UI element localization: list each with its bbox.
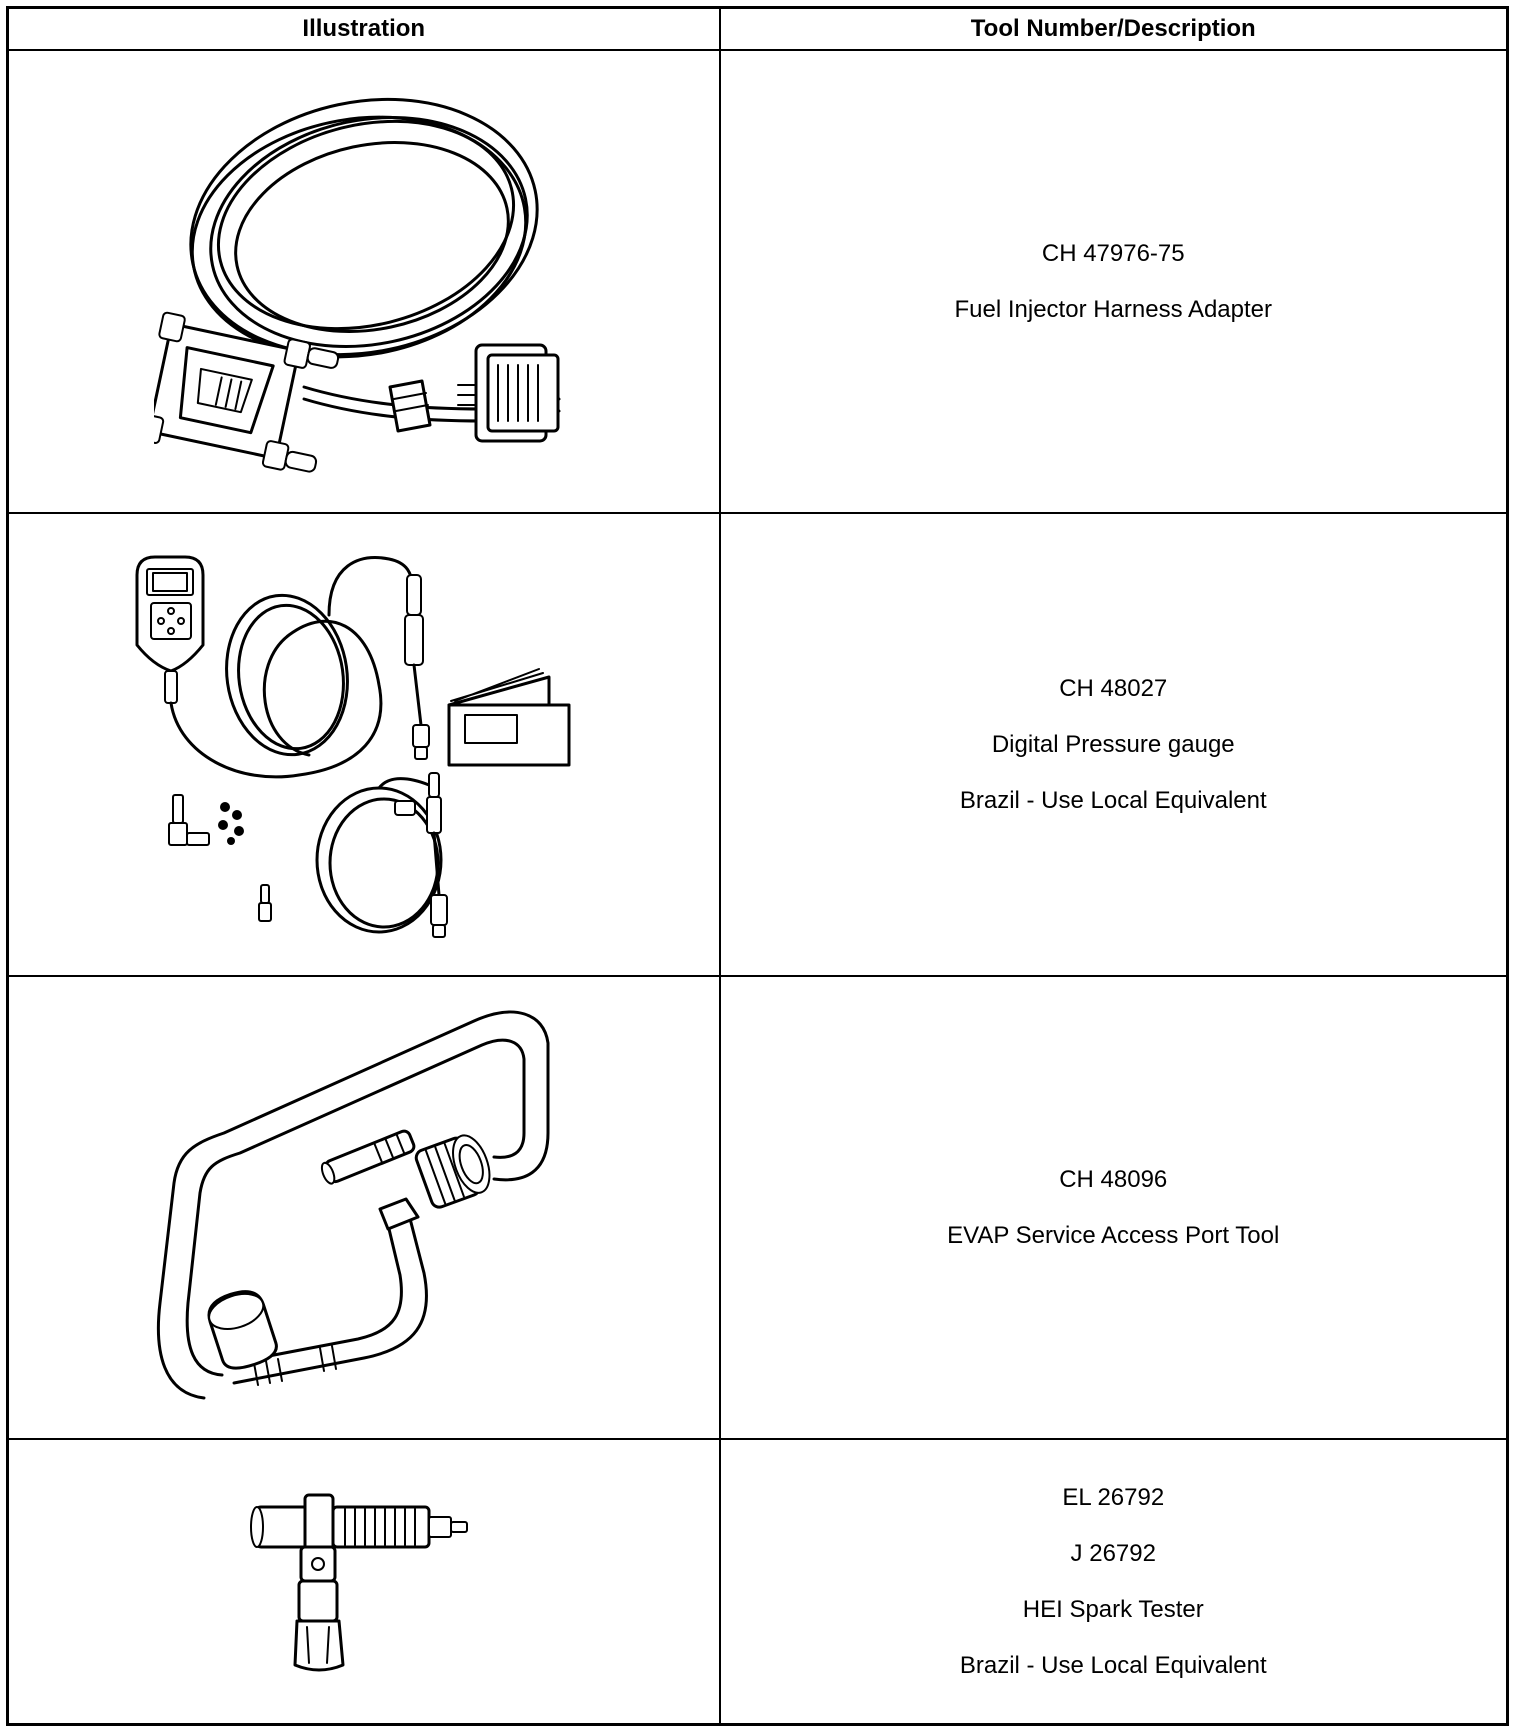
tool-description: EVAP Service Access Port Tool: [947, 1221, 1280, 1249]
digital-pressure-gauge-illustration: [135, 555, 571, 938]
evap-port-tool-illustration: [156, 1010, 550, 1400]
illustration-cell: [6, 48, 721, 515]
tool-number-alt: J 26792: [1070, 1539, 1156, 1567]
tool-description-cell: CH 48096 EVAP Service Access Port Tool: [718, 975, 1509, 1441]
harness-adapter-illustration: [153, 97, 561, 473]
header-illustration: Illustration: [6, 6, 721, 51]
header-row: Illustration Tool Number/Description: [6, 6, 1509, 51]
illustration-cell: [6, 512, 721, 978]
table-row: CH 48027 Digital Pressure gauge Brazil -…: [6, 512, 1509, 978]
illustration-cell: [6, 1438, 721, 1726]
table-row: EL 26792 J 26792 HEI Spark Tester Brazil…: [6, 1438, 1509, 1726]
tool-number: CH 48027: [1059, 674, 1168, 702]
special-tools-table: Illustration Tool Number/Description: [6, 6, 1509, 1726]
tool-description-cell: CH 48027 Digital Pressure gauge Brazil -…: [718, 512, 1509, 978]
header-tool-description: Tool Number/Description: [718, 6, 1509, 51]
illustration-cell: [6, 975, 721, 1441]
tool-description-cell: EL 26792 J 26792 HEI Spark Tester Brazil…: [718, 1438, 1509, 1726]
spark-tester-illustration: [249, 1493, 468, 1672]
tool-description-lines: CH 47976-75 Fuel Injector Harness Adapte…: [721, 239, 1507, 323]
tool-description-lines: EL 26792 J 26792 HEI Spark Tester Brazil…: [721, 1483, 1507, 1679]
tool-note: Brazil - Use Local Equivalent: [959, 1651, 1267, 1679]
tool-number: CH 48096: [1059, 1165, 1168, 1193]
tool-note: Brazil - Use Local Equivalent: [959, 786, 1267, 814]
tool-description: Digital Pressure gauge: [991, 730, 1235, 758]
tool-description-lines: CH 48096 EVAP Service Access Port Tool: [721, 1165, 1507, 1249]
tool-description: Fuel Injector Harness Adapter: [954, 295, 1273, 323]
tool-description: HEI Spark Tester: [1022, 1595, 1204, 1623]
tool-number: CH 47976-75: [1041, 239, 1185, 267]
table-row: CH 47976-75 Fuel Injector Harness Adapte…: [6, 48, 1509, 515]
tool-number: EL 26792: [1062, 1483, 1165, 1511]
tool-description-cell: CH 47976-75 Fuel Injector Harness Adapte…: [718, 48, 1509, 515]
tool-description-lines: CH 48027 Digital Pressure gauge Brazil -…: [721, 674, 1507, 814]
table-row: CH 48096 EVAP Service Access Port Tool: [6, 975, 1509, 1441]
